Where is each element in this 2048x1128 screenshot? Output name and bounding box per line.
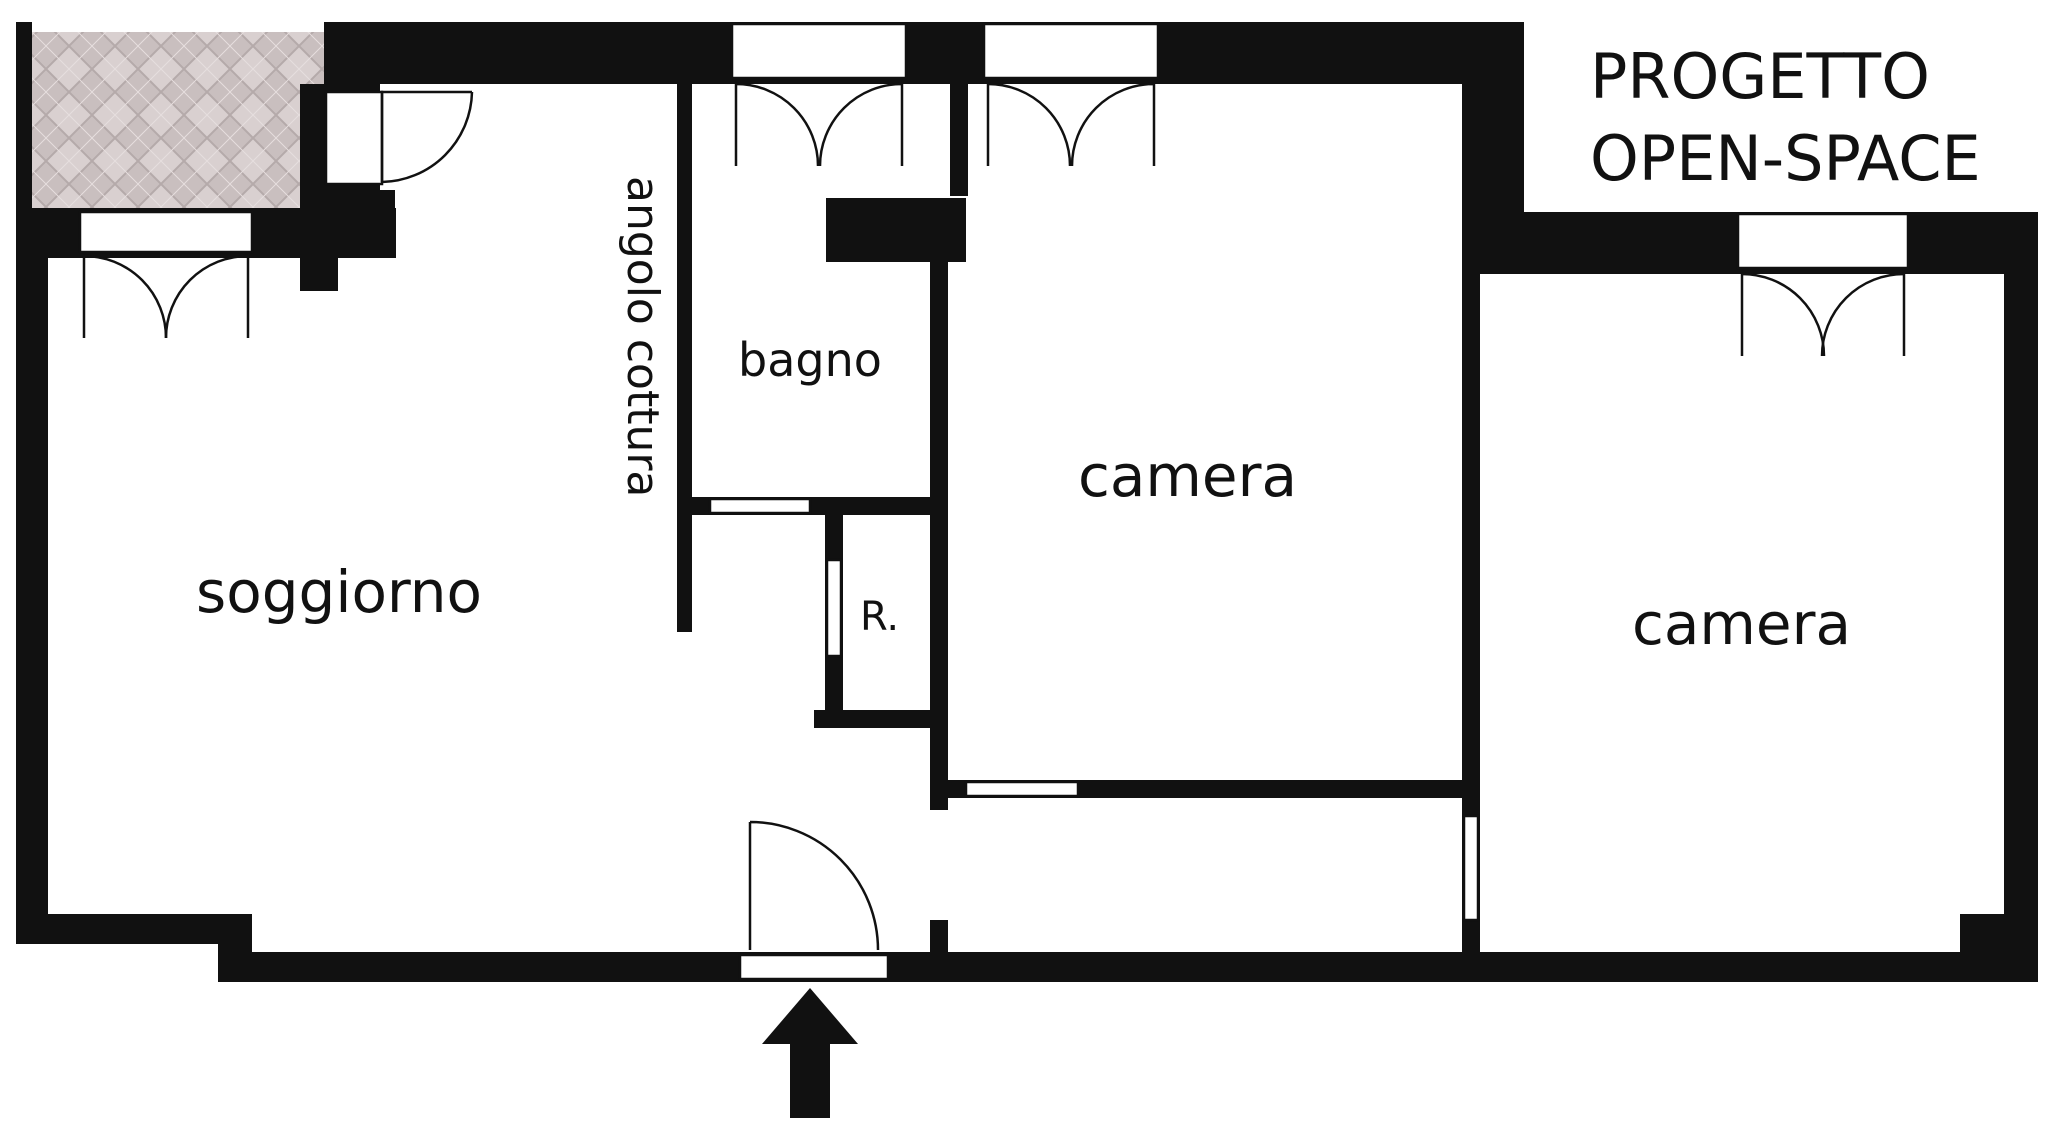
title-line-2: OPEN-SPACE <box>1590 122 1981 195</box>
room-label-bagno: bagno <box>738 333 882 387</box>
window-bagno <box>730 22 908 167</box>
arrow-up-icon <box>762 988 858 1118</box>
entrance-door <box>738 820 890 981</box>
room-label-camera-2: camera <box>1632 590 1851 658</box>
terrace <box>32 32 324 208</box>
room-label-ripostiglio: R. <box>860 594 899 640</box>
title-line-1: PROGETTO <box>1590 40 1930 113</box>
room-label-soggiorno: soggiorno <box>196 558 482 626</box>
door-openings <box>708 497 1480 922</box>
window-soggiorno <box>78 210 254 339</box>
door-terrace <box>324 90 474 186</box>
room-label-camera-1: camera <box>1078 442 1297 510</box>
room-label-angolo-cottura: angolo cottura <box>617 176 668 497</box>
window-camera-1 <box>982 22 1160 167</box>
inner-walls <box>677 84 1480 952</box>
window-camera-2 <box>1736 212 1910 357</box>
